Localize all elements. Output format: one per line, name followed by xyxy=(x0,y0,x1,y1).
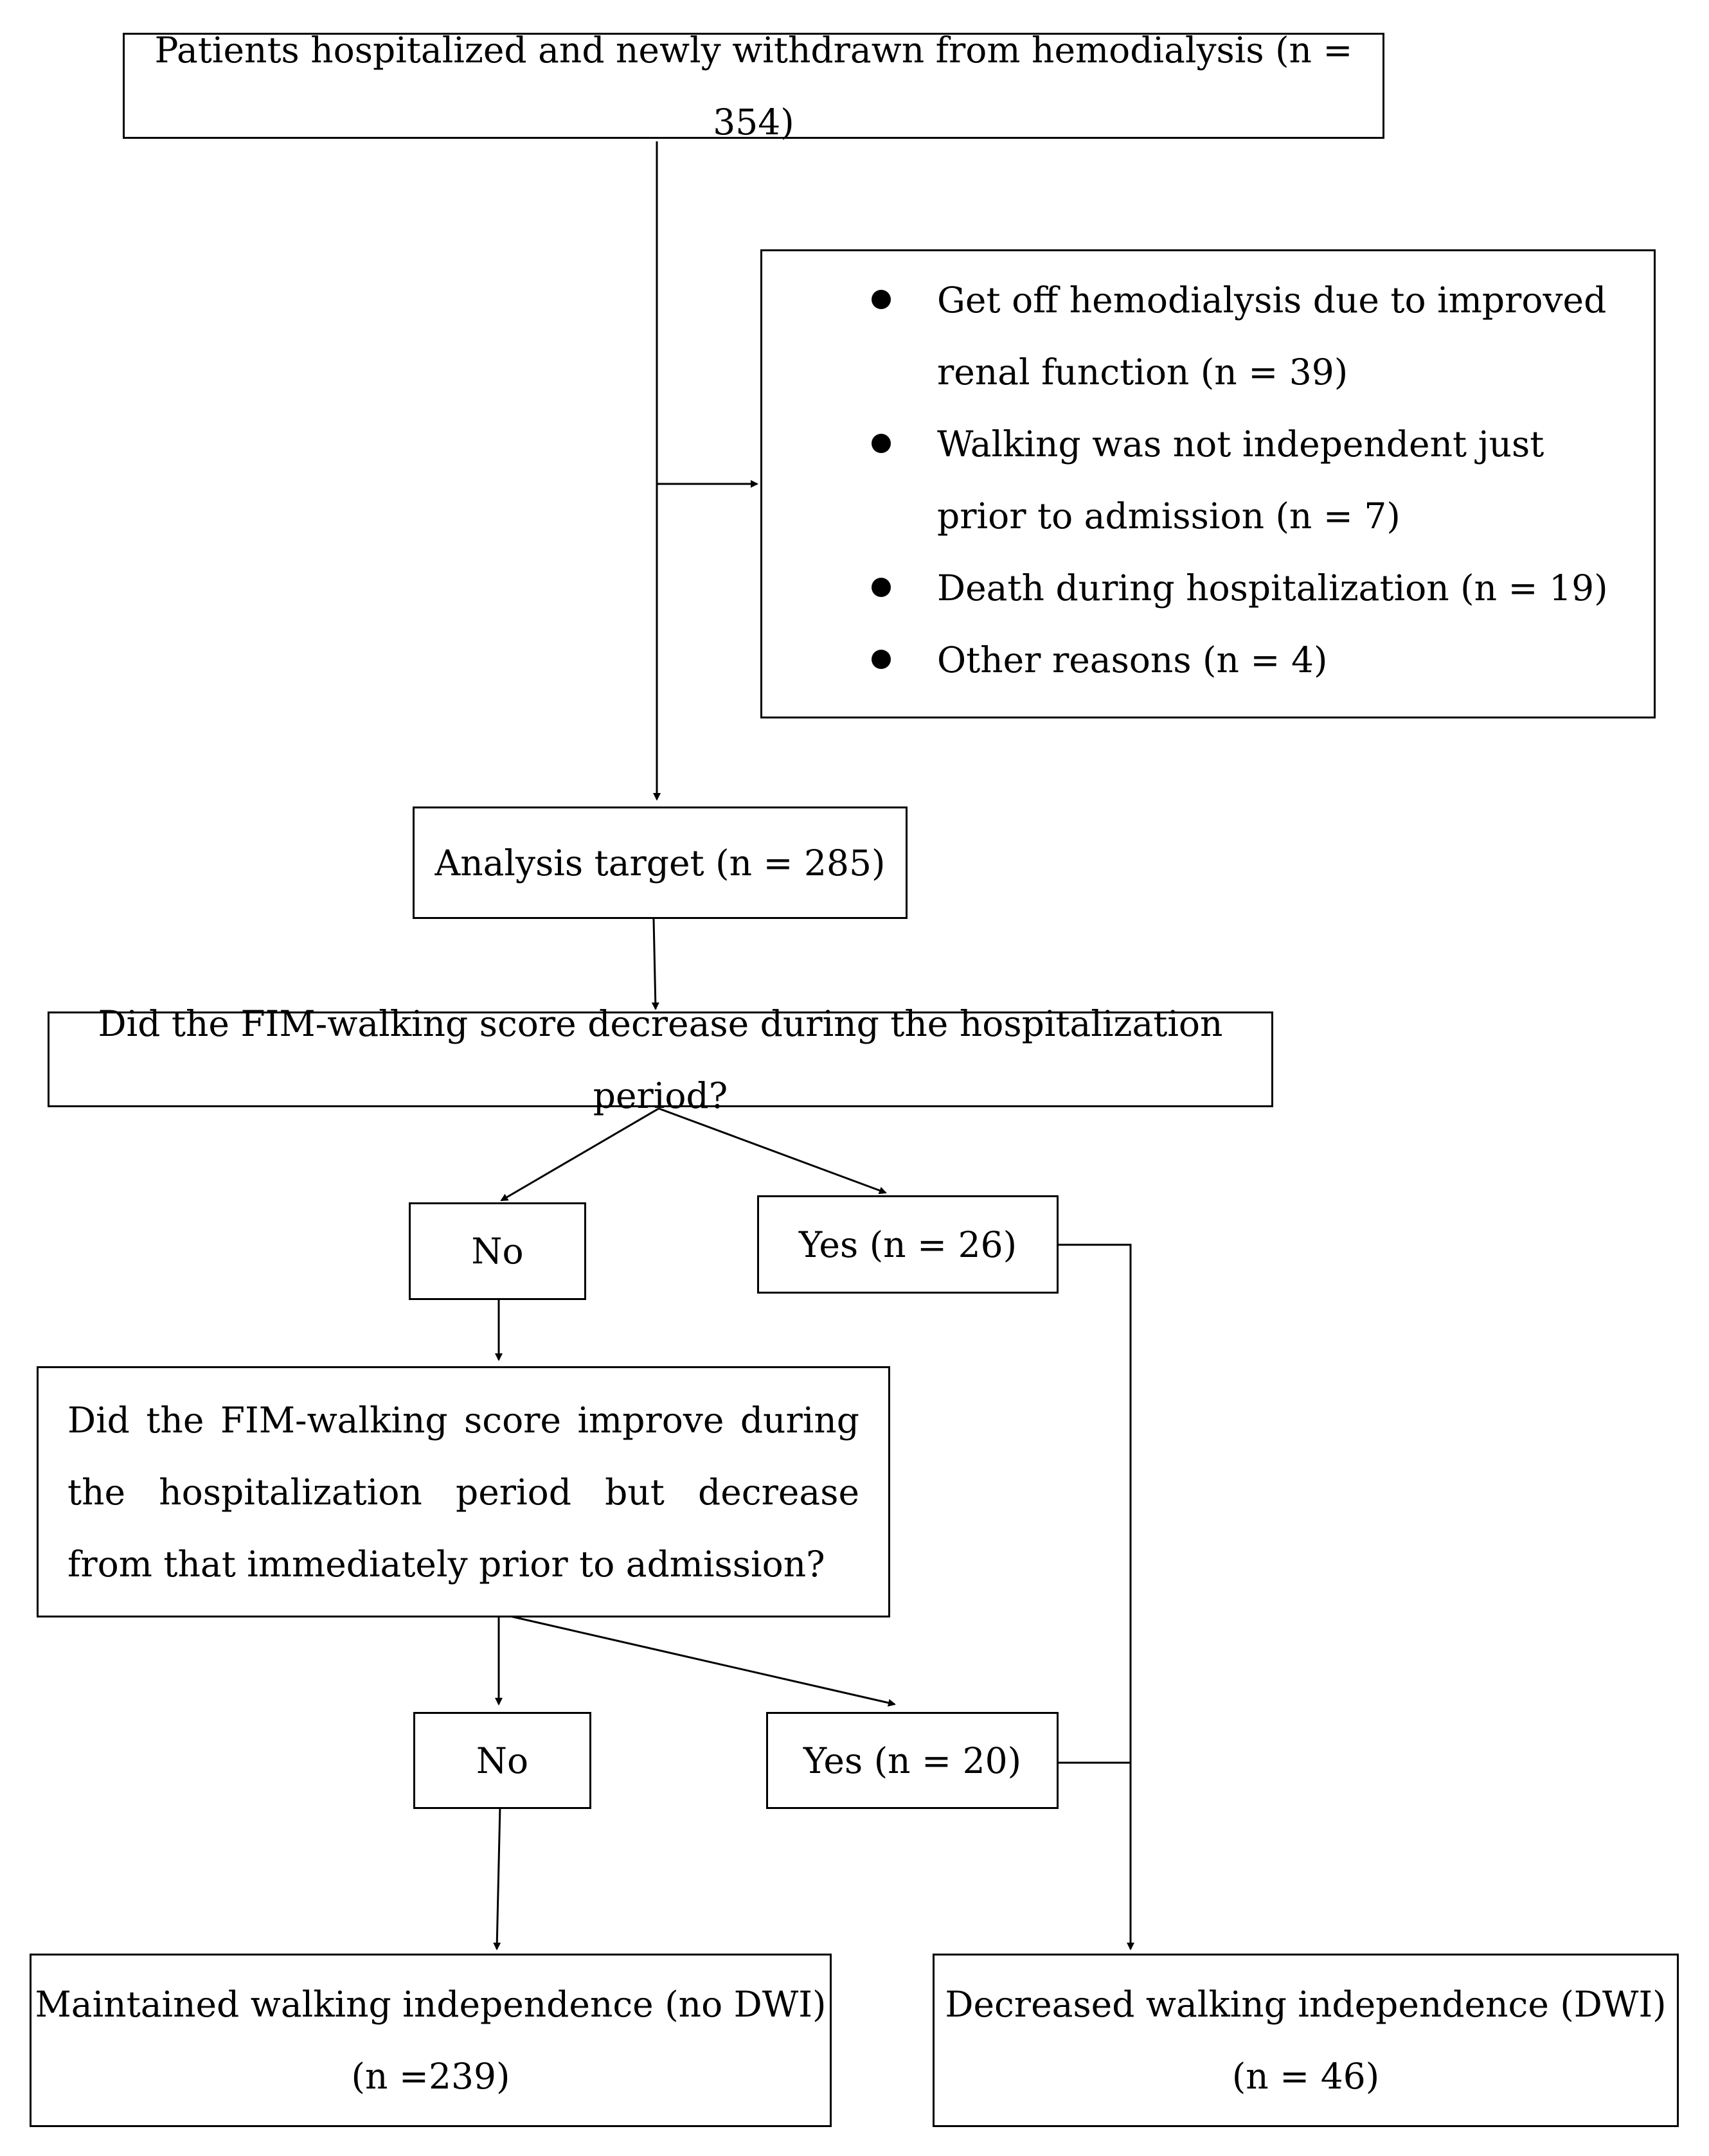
q2-yes-box: Yes (n = 20) xyxy=(766,1712,1059,1809)
outcome-decreased-box: Decreased walking independence (DWI) (n … xyxy=(933,1954,1679,2127)
exclusion-item-walking-not-independent: Walking was not independent just prior t… xyxy=(762,408,1628,552)
start-box: Patients hospitalized and newly withdraw… xyxy=(123,30,1384,143)
q2-yes-label: Yes (n = 20) xyxy=(803,1740,1022,1781)
q1-no-box: No xyxy=(409,1202,586,1300)
q1-yes-label: Yes (n = 26) xyxy=(798,1224,1017,1265)
start-box-label: Patients hospitalized and newly withdraw… xyxy=(154,29,1353,143)
arrow-question1-to-no xyxy=(500,1107,659,1202)
question1-label: Did the FIM-walking score decrease durin… xyxy=(98,1002,1223,1116)
question1-box: Did the FIM-walking score decrease durin… xyxy=(48,1003,1273,1116)
q1-yes-box: Yes (n = 26) xyxy=(757,1195,1059,1294)
q1-no-label: No xyxy=(471,1231,524,1272)
arrow-question2-to-yes xyxy=(498,1612,896,1707)
outcome-decreased-count: (n = 46) xyxy=(1231,2056,1380,2097)
connector-yes1-to-right-rail xyxy=(1057,1243,1132,1763)
outcome-maintained-count: (n =239) xyxy=(351,2056,510,2097)
q2-no-label: No xyxy=(476,1740,529,1781)
q2-no-box: No xyxy=(413,1712,591,1809)
arrow-question1-to-yes xyxy=(658,1107,887,1195)
exclusion-item-other-reasons: Other reasons (n = 4) xyxy=(762,624,1628,696)
question2-box: Did the FIM-walking score improve during… xyxy=(37,1366,890,1617)
outcome-maintained-label: Maintained walking independence (no DWI) xyxy=(35,1984,827,2025)
exclusions-box: Get off hemodialysis due to improved ren… xyxy=(760,249,1656,718)
arrow-no2-to-maintained xyxy=(493,1806,501,1950)
exclusion-item-improved-renal-function: Get off hemodialysis due to improved ren… xyxy=(762,264,1628,408)
question2-label: Did the FIM-walking score improve during… xyxy=(67,1399,859,1585)
outcome-maintained-box: Maintained walking independence (no DWI)… xyxy=(30,1954,832,2127)
outcome-decreased-label: Decreased walking independence (DWI) xyxy=(945,1984,1667,2025)
analysis-target-label: Analysis target (n = 285) xyxy=(434,842,886,884)
exclusions-list: Get off hemodialysis due to improved ren… xyxy=(762,264,1628,704)
arrow-analysis-to-question1 xyxy=(651,918,659,1010)
analysis-target-box: Analysis target (n = 285) xyxy=(413,806,908,919)
exclusion-item-death: Death during hospitalization (n = 19) xyxy=(762,552,1628,624)
